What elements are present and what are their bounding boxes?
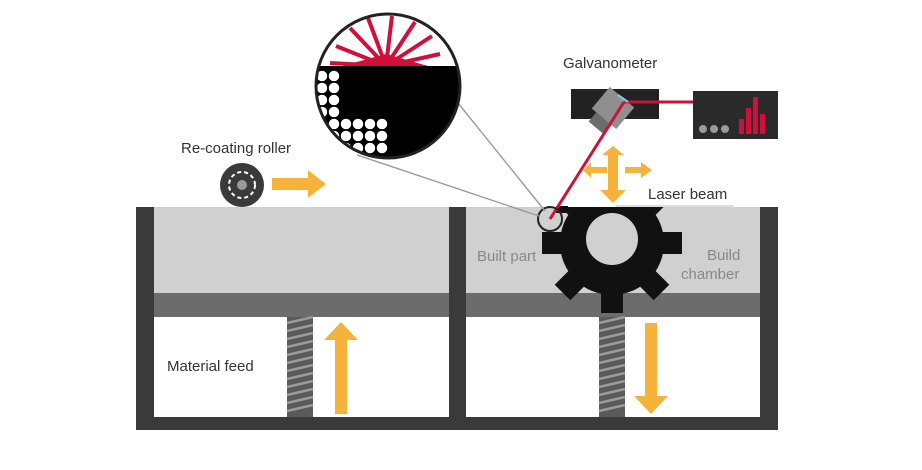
right-wall <box>760 207 778 430</box>
label-galvanometer: Galvanometer <box>563 55 657 72</box>
build-chamber <box>466 168 760 417</box>
recoating-roller <box>220 163 326 207</box>
galvanometer <box>571 86 778 139</box>
focus-indicator <box>356 102 563 232</box>
label-build-chamber-2: chamber <box>681 266 739 283</box>
status-dot-1 <box>699 125 707 133</box>
label-laser-beam: Laser beam <box>648 186 727 203</box>
signal-bars-icon <box>739 97 765 134</box>
label-built-part: Built part <box>477 248 537 265</box>
label-material-feed: Material feed <box>167 358 254 375</box>
feed-powder-bed <box>154 207 449 294</box>
status-dot-2 <box>710 125 718 133</box>
machine-frame <box>136 207 778 430</box>
center-wall <box>449 207 466 430</box>
label-recoating-roller: Re-coating roller <box>181 140 291 157</box>
scan-direction-arrows <box>583 146 652 203</box>
build-lead-screw <box>598 315 626 417</box>
feed-piston-plate <box>154 293 449 317</box>
build-down-arrow <box>634 323 668 414</box>
label-build-chamber-1: Build <box>707 247 740 264</box>
laser-beam-lines <box>548 100 693 220</box>
floor <box>136 417 778 430</box>
status-dot-3 <box>721 125 729 133</box>
magnified-detail <box>314 12 462 160</box>
left-wall <box>136 207 154 430</box>
feed-lead-screw <box>286 315 314 417</box>
roller-direction-arrow <box>272 170 326 198</box>
feed-up-arrow <box>324 322 358 414</box>
feed-chamber <box>154 207 449 417</box>
